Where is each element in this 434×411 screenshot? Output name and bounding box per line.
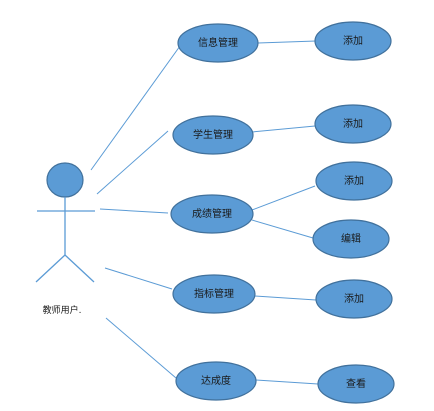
sub-case-achievement-view-label: 查看 [346, 377, 366, 390]
sub-case-grade-edit[interactable]: 编辑 [312, 219, 390, 259]
use-case-achievement[interactable]: 达成度 [175, 361, 257, 401]
sub-case-grade-edit-label: 编辑 [341, 232, 361, 245]
use-case-grade-management-label: 成绩管理 [192, 207, 232, 220]
actor-left-leg [35, 254, 66, 283]
connector-student-add [251, 125, 316, 133]
sub-case-student-add[interactable]: 添加 [314, 104, 392, 144]
actor-right-leg [64, 254, 95, 283]
use-case-student-management-label: 学生管理 [193, 128, 233, 141]
sub-case-info-add-shape [314, 21, 392, 61]
sub-case-student-add-shape [314, 104, 392, 144]
connector-actor-info [90, 45, 181, 171]
use-case-student-management[interactable]: 学生管理 [172, 115, 254, 155]
sub-case-indicator-add[interactable]: 添加 [315, 279, 393, 319]
sub-case-indicator-add-label: 添加 [344, 292, 364, 305]
sub-case-grade-edit-shape [312, 219, 390, 259]
connector-grade-edit [251, 219, 314, 239]
connector-actor-indicator [104, 267, 173, 290]
use-case-indicator-management-shape [172, 274, 256, 314]
sub-case-info-add[interactable]: 添加 [314, 21, 392, 61]
sub-case-grade-add-label: 添加 [344, 174, 364, 187]
use-case-student-management-shape [172, 115, 254, 155]
use-case-grade-management[interactable]: 成绩管理 [170, 194, 254, 234]
connector-actor-grade [99, 208, 169, 214]
sub-case-grade-add[interactable]: 添加 [315, 161, 393, 201]
connector-info-add [257, 40, 317, 44]
actor-head [46, 162, 84, 198]
use-case-info-management-shape [177, 23, 259, 63]
use-case-indicator-management-label: 指标管理 [194, 287, 234, 300]
actor-label: 教师用户. [43, 304, 82, 316]
use-case-indicator-management[interactable]: 指标管理 [172, 274, 256, 314]
connector-actor-achievement [105, 317, 177, 379]
connector-actor-student [96, 130, 169, 195]
sub-case-info-add-label: 添加 [343, 34, 363, 47]
sub-case-indicator-add-shape [315, 279, 393, 319]
use-case-info-management[interactable]: 信息管理 [177, 23, 259, 63]
actor-figure [35, 162, 95, 283]
sub-case-grade-add-shape [315, 161, 393, 201]
use-case-info-management-label: 信息管理 [198, 36, 238, 49]
sub-case-achievement-view[interactable]: 查看 [317, 364, 395, 404]
sub-case-student-add-label: 添加 [343, 117, 363, 130]
use-case-achievement-label: 达成度 [201, 374, 231, 387]
use-case-achievement-shape [175, 361, 257, 401]
sub-case-achievement-view-shape [317, 364, 395, 404]
connector-grade-add [251, 185, 316, 211]
use-case-grade-management-shape [170, 194, 254, 234]
connector-indicator-add [254, 295, 317, 301]
connector-achievement-view [255, 379, 319, 385]
